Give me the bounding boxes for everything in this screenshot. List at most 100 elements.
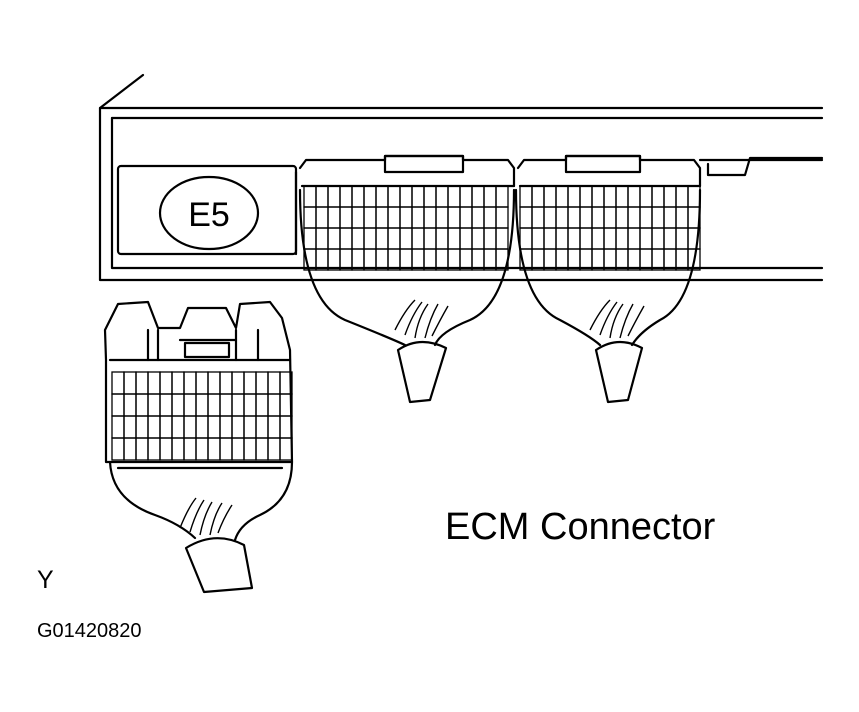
pin-cell — [531, 185, 545, 208]
mounted-connector-1 — [298, 154, 516, 404]
pin-cell — [411, 248, 425, 271]
pin-cell — [399, 206, 413, 229]
pin-cell — [303, 206, 317, 229]
pin-cell — [327, 227, 341, 250]
pin-cell — [567, 206, 581, 229]
pin-cell — [603, 227, 617, 250]
pin-cell — [459, 185, 473, 208]
pin-cell — [483, 185, 497, 208]
pin-cell — [351, 227, 365, 250]
pin-cell — [351, 248, 365, 271]
pin-grid-1 — [303, 185, 509, 271]
pin-cell — [375, 248, 389, 271]
pin-cell — [591, 206, 605, 229]
pin-cell — [639, 227, 653, 250]
pin-cell — [519, 206, 533, 229]
pin-cell — [471, 227, 485, 250]
pin-cell — [363, 227, 377, 250]
pin-cell — [471, 185, 485, 208]
pin-cell — [339, 206, 353, 229]
pin-cell — [531, 248, 545, 271]
pin-cell — [375, 206, 389, 229]
pin-cell — [363, 185, 377, 208]
pin-cell — [591, 248, 605, 271]
pin-cell — [663, 185, 677, 208]
pin-cell — [495, 185, 509, 208]
pin-cell — [339, 185, 353, 208]
pin-cell — [483, 248, 497, 271]
pin-cell — [615, 248, 629, 271]
pin-cell — [327, 185, 341, 208]
pin-cell — [579, 248, 593, 271]
pin-cell — [675, 227, 689, 250]
pin-cell — [387, 248, 401, 271]
pin-cell — [399, 185, 413, 208]
pin-cell — [627, 206, 641, 229]
pin-cell — [483, 227, 497, 250]
pin-cell — [303, 185, 317, 208]
pin-cell — [435, 206, 449, 229]
pin-cell — [339, 248, 353, 271]
pin-cell — [663, 227, 677, 250]
pin-cell — [447, 206, 461, 229]
pin-cell — [687, 185, 701, 208]
pin-cell — [351, 206, 365, 229]
pin-cell — [639, 185, 653, 208]
pin-cell — [651, 185, 665, 208]
pin-cell — [435, 248, 449, 271]
pin-cell — [387, 185, 401, 208]
pin-cell — [447, 185, 461, 208]
pin-cell — [339, 227, 353, 250]
pin-cell — [603, 185, 617, 208]
pin-cell — [363, 248, 377, 271]
caption-ecm-connector: ECM Connector — [445, 506, 716, 548]
pin-cell — [651, 206, 665, 229]
pin-cell — [435, 185, 449, 208]
pin-cell — [459, 206, 473, 229]
pin-cell — [639, 248, 653, 271]
pin-cell — [399, 248, 413, 271]
pin-cell — [663, 206, 677, 229]
pin-cell — [543, 227, 557, 250]
ecu-id-badge: E5 — [158, 175, 260, 251]
pin-cell — [327, 206, 341, 229]
pin-cell — [423, 206, 437, 229]
pin-cell — [627, 248, 641, 271]
pin-cell — [495, 248, 509, 271]
pin-cell — [327, 248, 341, 271]
pin-cell — [531, 227, 545, 250]
pin-cell — [555, 185, 569, 208]
pin-cell — [555, 248, 569, 271]
pin-cell — [387, 227, 401, 250]
ecm-housing — [98, 73, 824, 282]
pin-cell — [615, 185, 629, 208]
pin-cell — [315, 248, 329, 271]
pin-cell — [315, 206, 329, 229]
pin-cell — [471, 248, 485, 271]
pin-cell — [555, 227, 569, 250]
mounted-connector-2 — [514, 154, 702, 404]
pin-cell — [375, 227, 389, 250]
pin-cell — [411, 185, 425, 208]
pin-cell — [603, 248, 617, 271]
pin-cell — [591, 185, 605, 208]
pin-cell — [315, 185, 329, 208]
pin-cell — [651, 248, 665, 271]
pin-cell — [315, 227, 329, 250]
pin-cell — [411, 206, 425, 229]
pin-cell — [519, 227, 533, 250]
pin-cell — [579, 227, 593, 250]
pin-cell — [603, 206, 617, 229]
detached-connector-plug — [103, 300, 294, 594]
pin-cell — [447, 227, 461, 250]
pin-cell — [675, 248, 689, 271]
pin-cell — [435, 227, 449, 250]
pin-cell — [579, 185, 593, 208]
pin-cell — [555, 206, 569, 229]
pin-cell — [459, 248, 473, 271]
pin-cell — [567, 248, 581, 271]
pin-cell — [591, 227, 605, 250]
pin-cell — [375, 185, 389, 208]
pin-grid-3 — [111, 371, 293, 461]
pin-cell — [387, 206, 401, 229]
